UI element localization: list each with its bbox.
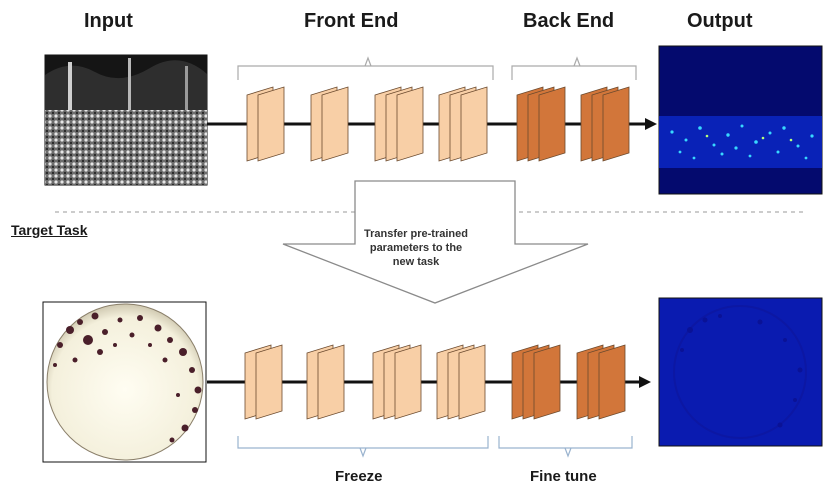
freeze-bracket bbox=[237, 436, 489, 458]
output-title: Output bbox=[687, 10, 753, 32]
target-task-label: Target Task bbox=[11, 222, 88, 238]
front-end-bracket bbox=[237, 56, 494, 80]
layers-top bbox=[246, 86, 630, 162]
transfer-note: Transfer pre-trained parameters to the n… bbox=[364, 228, 468, 268]
input-image-petri-dish bbox=[42, 301, 207, 463]
fine-tune-bracket bbox=[498, 436, 633, 458]
input-title: Input bbox=[84, 10, 133, 32]
front-end-layer bbox=[317, 344, 345, 420]
output-density-map-crowd bbox=[658, 45, 823, 195]
fine-tune-label: Fine tune bbox=[530, 468, 597, 485]
input-image-crowd bbox=[44, 54, 208, 186]
back-end-bracket bbox=[511, 56, 637, 80]
front-end-layer bbox=[396, 86, 424, 162]
freeze-label: Freeze bbox=[335, 468, 383, 485]
front-end-layer bbox=[460, 86, 488, 162]
back-end-layer bbox=[598, 344, 626, 420]
transfer-arrow bbox=[282, 180, 589, 304]
front-end-layer bbox=[321, 86, 349, 162]
output-density-map-dish bbox=[658, 297, 823, 447]
front-end-title: Front End bbox=[304, 10, 399, 32]
front-end-layer bbox=[255, 344, 283, 420]
front-end-layer bbox=[458, 344, 486, 420]
back-end-layer bbox=[533, 344, 561, 420]
back-end-layer bbox=[602, 86, 630, 162]
back-end-title: Back End bbox=[523, 10, 615, 32]
layers-bottom bbox=[244, 344, 626, 420]
front-end-layer bbox=[394, 344, 422, 420]
front-end-layer bbox=[257, 86, 285, 162]
back-end-layer bbox=[538, 86, 566, 162]
